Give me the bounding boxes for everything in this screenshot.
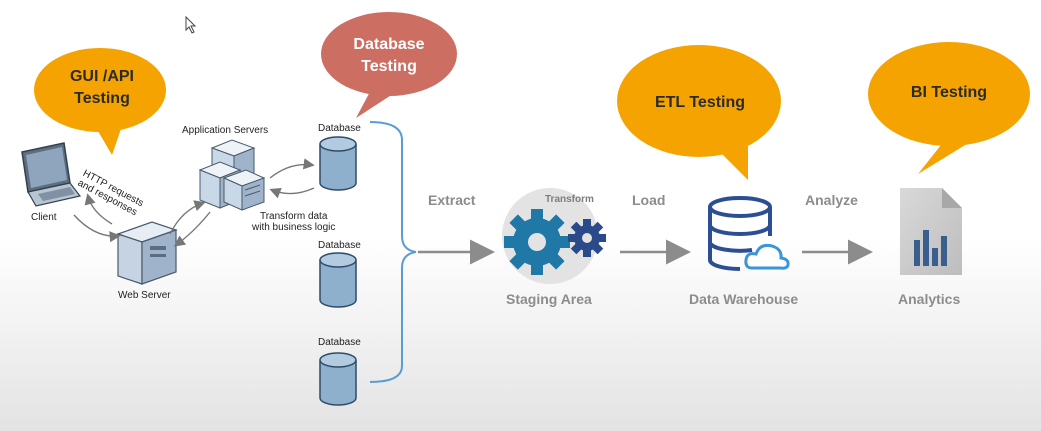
analyze-label: Analyze: [805, 192, 858, 208]
cloud-icon: [744, 243, 790, 270]
gear-icon: [504, 209, 570, 275]
client-label: Client: [31, 212, 57, 223]
database-bubble-label: Database Testing: [334, 34, 444, 78]
gear-icon: [568, 219, 606, 257]
bi-testing-speech-bubble: [868, 42, 1030, 174]
database-label-1: Database: [318, 123, 361, 134]
gui-api-speech-bubble: [34, 48, 166, 155]
analytics-label: Analytics: [898, 291, 961, 307]
database-line1: Database: [353, 36, 425, 53]
cursor-icon: [185, 15, 197, 34]
app-servers-label: Application Servers: [182, 125, 269, 136]
web-server-icon: [116, 221, 178, 285]
extract-label: Extract: [428, 192, 476, 208]
database-label-2: Database: [318, 240, 361, 251]
etl-testing-speech-bubble: [617, 45, 781, 180]
bar-chart-icon: [914, 230, 947, 266]
staging-gears-icon: [502, 188, 606, 284]
transform-line1: Transform data: [259, 211, 328, 222]
sources-brace: [369, 121, 417, 383]
gui-api-bubble-label: GUI /API Testing: [50, 66, 154, 110]
transform-line2: with business logic: [252, 222, 336, 233]
database-icon: [319, 136, 357, 191]
database-testing-speech-bubble: [321, 12, 457, 118]
client-server-arrows: [73, 158, 315, 247]
etl-bubble-label: ETL Testing: [654, 94, 746, 111]
bi-bubble-label: BI Testing: [910, 84, 988, 101]
load-label: Load: [632, 192, 666, 208]
gui-api-line2: Testing: [74, 90, 130, 107]
laptop-icon: [21, 142, 82, 207]
app-servers-icon: [198, 139, 266, 211]
transform-label: Transform: [545, 194, 594, 205]
gui-api-line1: GUI /API: [69, 68, 134, 85]
data-warehouse-label: Data Warehouse: [689, 291, 799, 307]
web-server-label: Web Server: [118, 290, 171, 301]
data-warehouse-icon: [708, 196, 772, 271]
staging-area-label: Staging Area: [506, 291, 592, 307]
analytics-document-icon: [900, 188, 962, 275]
transform-data-label: Transform data with business logic: [252, 211, 335, 233]
database-line2: Testing: [361, 58, 417, 75]
database-icon: [319, 252, 357, 308]
database-label-3: Database: [318, 337, 361, 348]
database-icon: [319, 352, 357, 406]
